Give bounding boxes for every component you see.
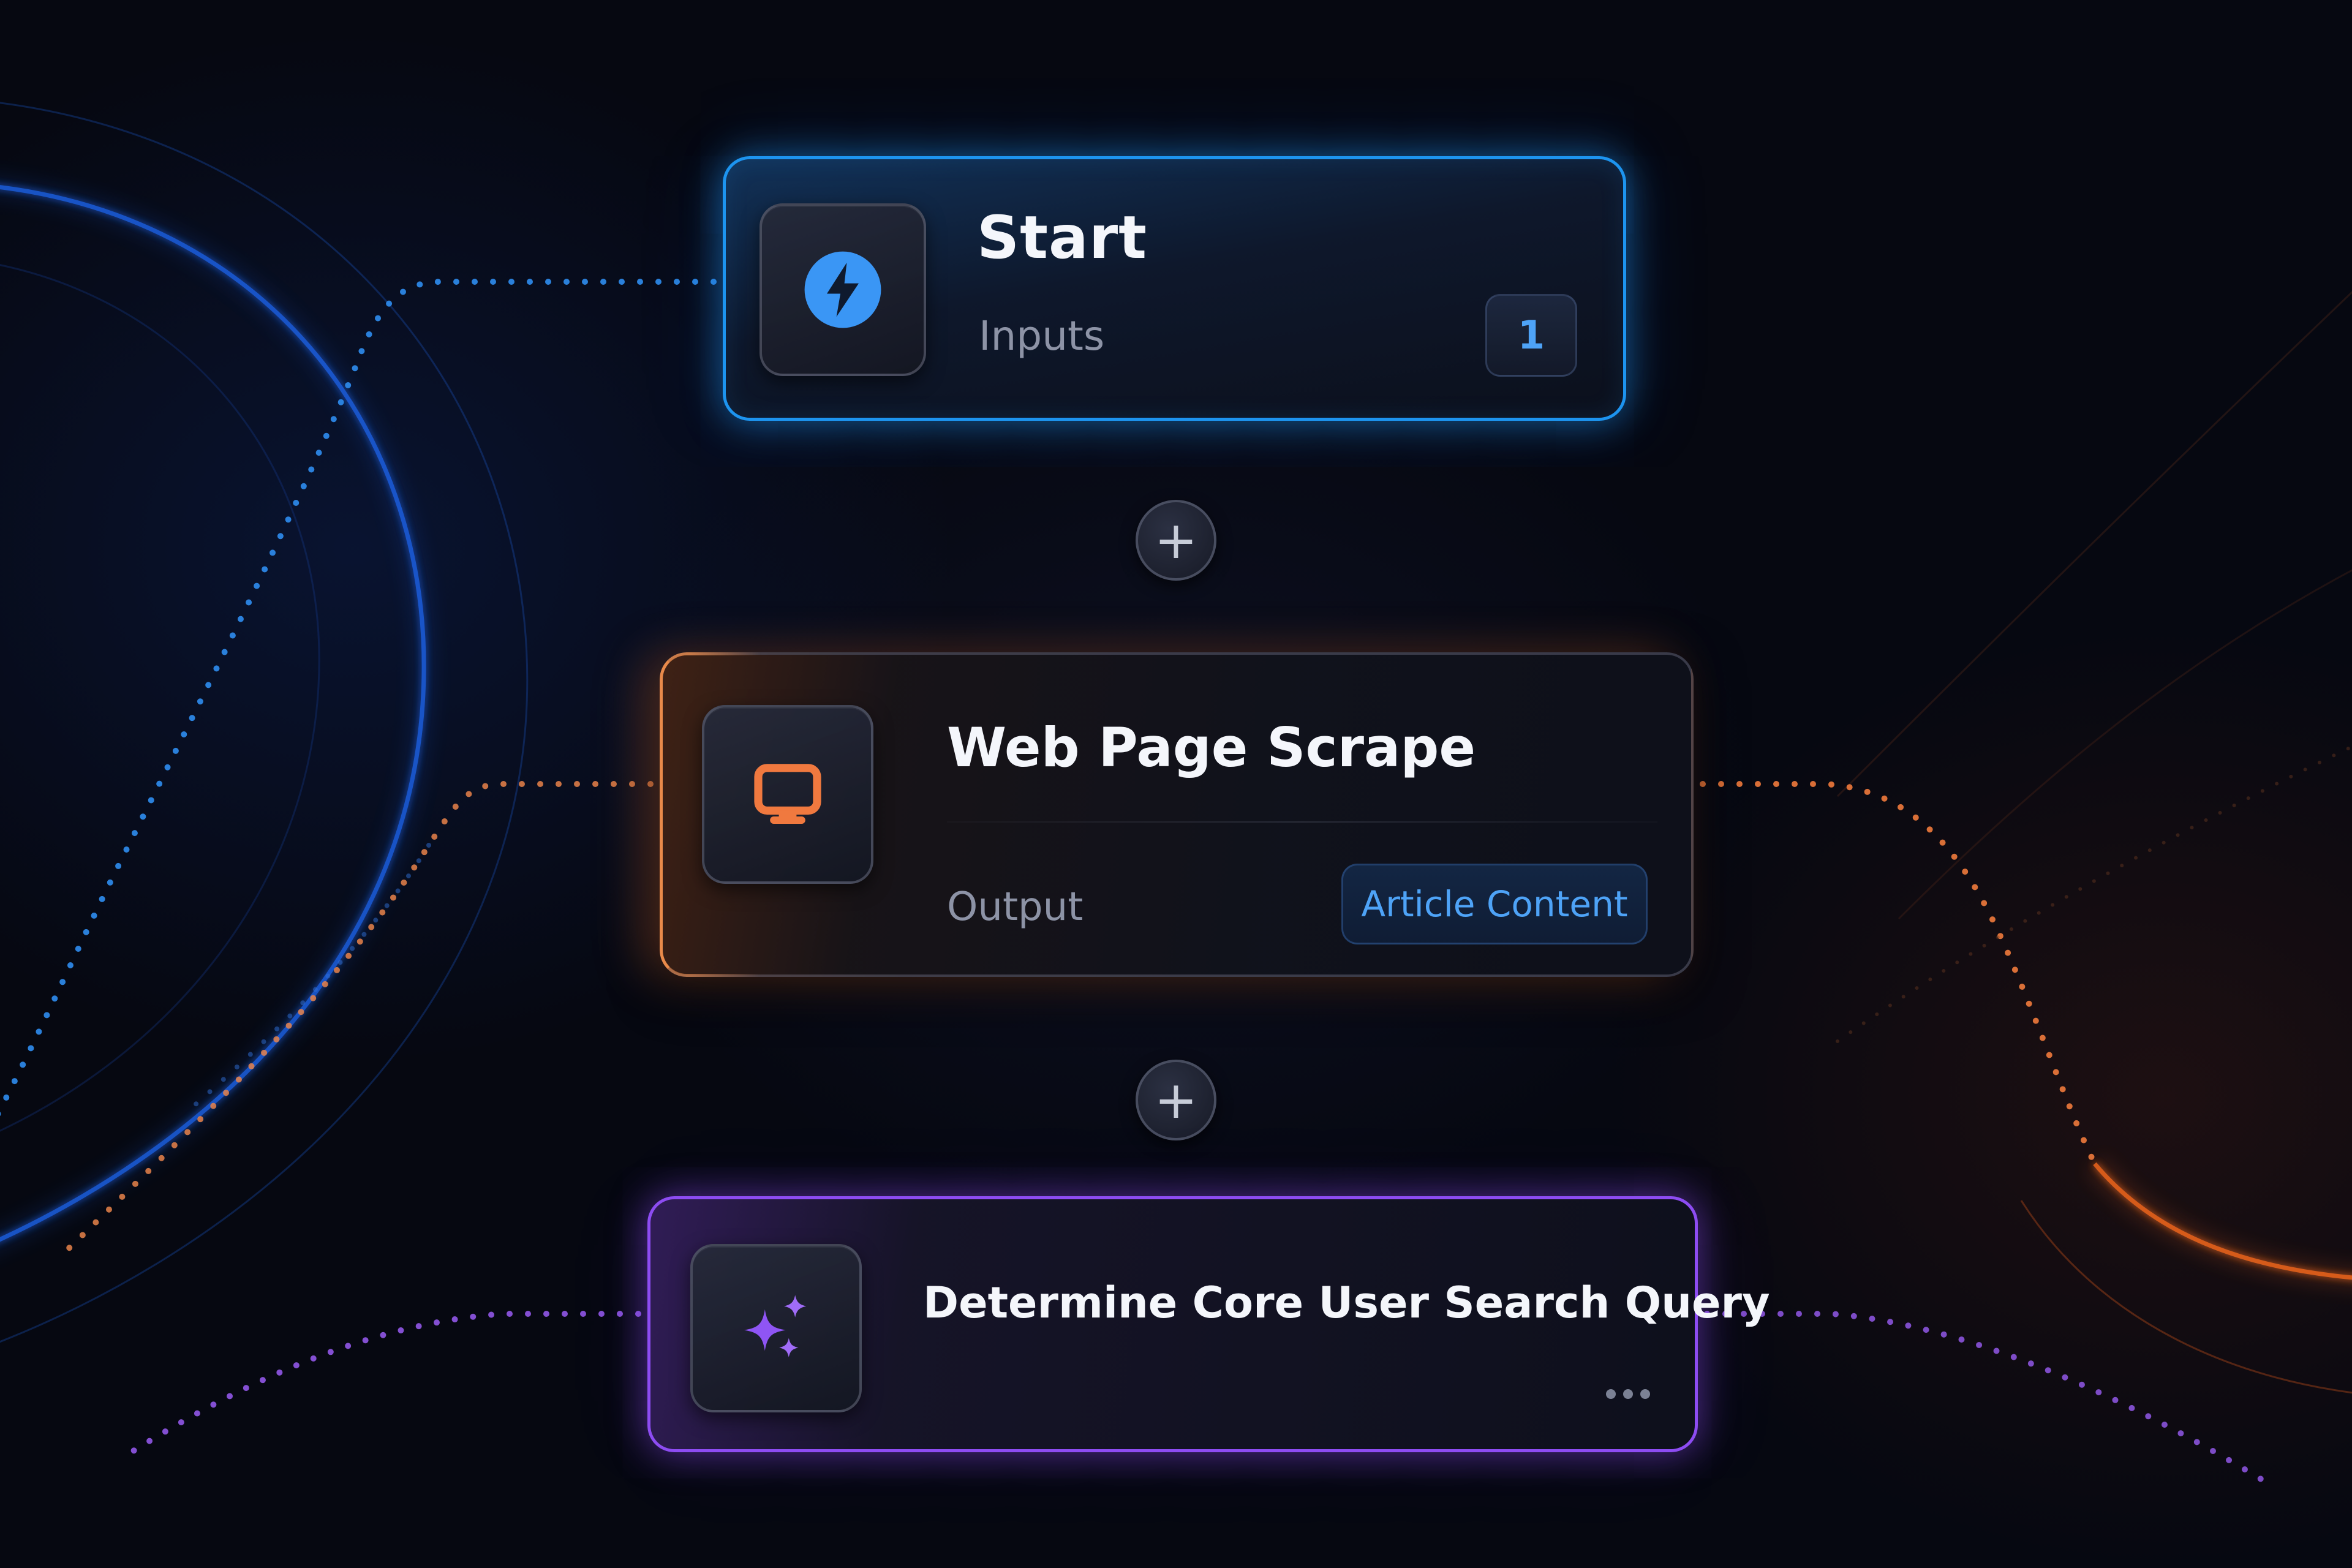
start-node-title: Start — [977, 203, 1148, 272]
plus-icon: + — [1154, 1070, 1198, 1130]
scrape-node-divider — [947, 821, 1657, 823]
start-icon-tile — [760, 203, 926, 376]
start-node-subtitle: Inputs — [979, 312, 1105, 360]
dotted-connection-paths — [0, 279, 2352, 1485]
scrape-icon-tile — [702, 705, 873, 884]
web-page-scrape-node[interactable]: Web Page Scrape Output Article Content — [660, 652, 1694, 977]
sparkles-icon — [744, 1294, 807, 1357]
query-node-title: Determine Core User Search Query — [923, 1278, 1770, 1328]
start-node[interactable]: Start Inputs 1 — [723, 156, 1626, 421]
add-step-button-2[interactable]: + — [1136, 1060, 1216, 1140]
plus-icon: + — [1154, 510, 1198, 570]
left-decorative-arcs — [0, 102, 529, 1343]
add-step-button-1[interactable]: + — [1136, 500, 1216, 581]
right-decorative-arcs — [1836, 291, 2352, 1394]
scrape-node-subtitle: Output — [947, 884, 1084, 930]
query-icon-tile — [690, 1244, 862, 1412]
more-dot — [1640, 1389, 1650, 1399]
lightning-bolt-icon — [804, 251, 881, 328]
more-horizontal-icon[interactable] — [1606, 1389, 1650, 1399]
more-dot — [1623, 1389, 1633, 1399]
output-article-content-badge[interactable]: Article Content — [1341, 864, 1648, 944]
search-query-node[interactable]: Determine Core User Search Query — [647, 1196, 1770, 1452]
more-dot — [1606, 1389, 1616, 1399]
scrape-node-title: Web Page Scrape — [947, 716, 1476, 779]
inputs-count-badge[interactable]: 1 — [1485, 294, 1577, 377]
monitor-icon — [754, 764, 821, 824]
